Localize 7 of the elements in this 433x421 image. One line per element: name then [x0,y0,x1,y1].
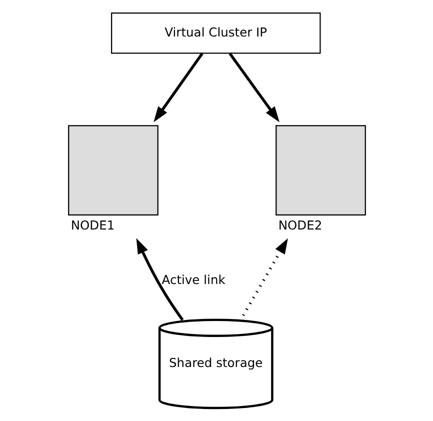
arrow [136,238,184,321]
arrow [153,52,203,122]
node-label: NODE2 [278,218,322,232]
node-box: Virtual Cluster IP [110,12,320,54]
node-label: NODE1 [70,218,114,232]
arrow [228,52,279,122]
edge-label: Active link [161,272,225,287]
